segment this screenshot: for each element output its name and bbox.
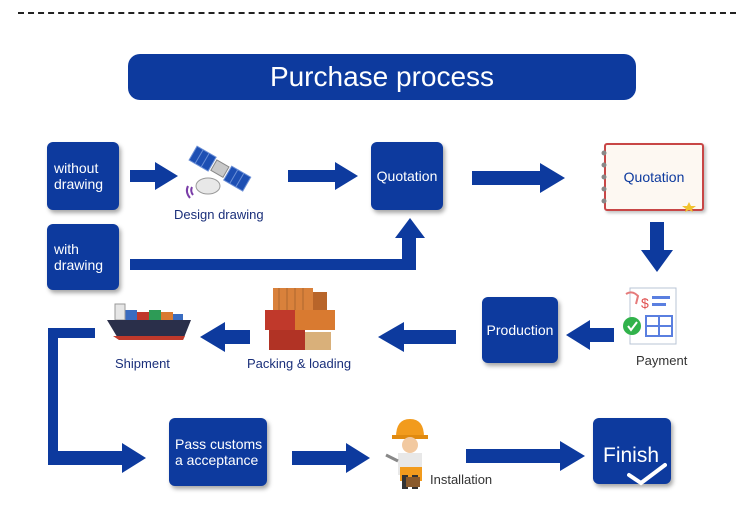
pass-customs-box: Pass customs a acceptance: [169, 418, 267, 486]
production-label: Production: [486, 322, 554, 338]
design-drawing-caption: Design drawing: [174, 207, 264, 222]
with-drawing-box: with drawing: [47, 224, 119, 290]
page-title: Purchase process: [128, 54, 636, 100]
arrow-to-quotation-note: [472, 163, 565, 193]
finish-label: Finish: [603, 444, 660, 467]
shipment-caption: Shipment: [115, 356, 170, 371]
dashed-divider: [18, 12, 736, 14]
arrow-to-customs: [48, 328, 146, 473]
quotation-box-label: Quotation: [376, 168, 438, 184]
production-box: Production: [482, 297, 558, 363]
arrow-to-installation: [292, 443, 370, 473]
packing-loading-caption: Packing & loading: [247, 356, 352, 371]
satellite-icon: [185, 145, 252, 199]
arrow-to-shipment: [200, 322, 250, 352]
payment-caption: Payment: [636, 353, 688, 368]
arrow-to-payment: [641, 222, 673, 272]
ship-icon: [107, 303, 191, 340]
quotation-note-label: Quotation: [623, 169, 685, 185]
pass-customs-label: Pass customs a acceptance: [175, 436, 263, 468]
checkmark-icon: [627, 463, 667, 486]
arrow-to-quotation: [288, 162, 358, 190]
notebook-icon: Quotation: [601, 143, 704, 212]
with-drawing-label: with drawing: [54, 241, 104, 273]
without-drawing-box: without drawing: [47, 142, 119, 210]
arrow-with-drawing: [130, 218, 425, 270]
arrow-to-finish: [466, 441, 585, 471]
container-icon: [265, 288, 335, 350]
star-icon: [682, 202, 696, 212]
installation-caption: Installation: [430, 472, 493, 487]
payment-icon: $: [623, 287, 677, 345]
arrow-to-production: [566, 320, 614, 350]
arrow-to-design: [130, 162, 178, 190]
worker-icon: [385, 419, 428, 489]
finish-box: Finish: [593, 418, 671, 486]
notebook-rings: [601, 150, 607, 204]
arrow-to-packing: [378, 322, 456, 352]
without-drawing-label: without drawing: [54, 160, 104, 192]
quotation-box: Quotation: [371, 142, 443, 210]
svg-text:$: $: [641, 295, 649, 311]
